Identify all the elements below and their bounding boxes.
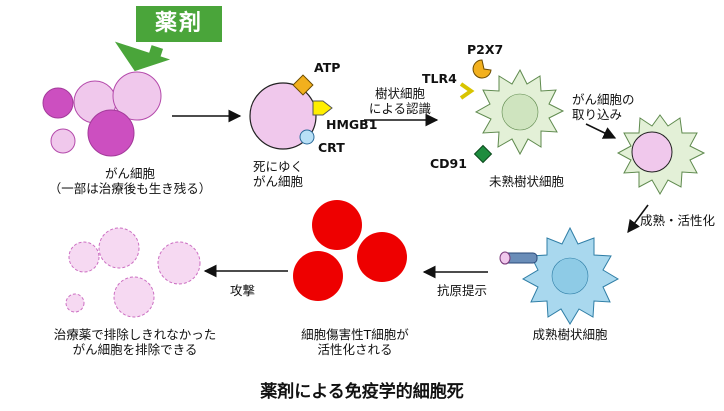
uptake-label-line2: 取り込み [572, 107, 623, 122]
cytotoxic-t-cells [293, 200, 407, 301]
engulfing-dendritic-cell [616, 114, 706, 196]
recognition-label-line1: 樹状細胞 [374, 86, 425, 101]
tlr4-icon [459, 82, 475, 100]
figure-caption: 薬剤による免疫学的細胞死 [260, 382, 464, 402]
t-cell [312, 200, 362, 250]
t-cell [357, 232, 407, 282]
atp-icon [292, 74, 314, 96]
remaining-cells-label-line2: がん細胞を排除できる [72, 342, 198, 357]
remaining-cells-label-line1: 治療薬で排除しきれなかった [53, 327, 217, 342]
mature-dc-label: 成熟樹状細胞 [532, 327, 608, 342]
cancer-cells-label-line1: がん細胞 [104, 166, 155, 181]
cd91-icon [473, 144, 493, 164]
tcell-label: 細胞傷害性T細胞が 活性化される [280, 327, 430, 357]
dying-cancer-cell [249, 74, 333, 150]
p2x7-label: P2X7 [467, 42, 504, 57]
hmgb1-label: HMGB1 [326, 117, 378, 132]
drug-label: 薬剤 [136, 6, 222, 42]
drug-arrow-icon [114, 41, 171, 72]
tlr4-label: TLR4 [422, 71, 457, 86]
cancer-cell [50, 128, 76, 154]
tcell-label-line1: 細胞傷害性T細胞が [301, 327, 409, 342]
dying-cell-label-line2: がん細胞 [252, 174, 303, 189]
flow-arrow [585, 123, 617, 139]
crt-icon [299, 129, 315, 145]
engulfed-cancer-cell [631, 131, 673, 173]
cancer-cell [87, 109, 135, 157]
uptake-label-line1: がん細胞の [572, 92, 635, 107]
remaining-cells-label: 治療薬で排除しきれなかった がん細胞を排除できる [30, 327, 240, 357]
immature-dc-label: 未熟樹状細胞 [489, 174, 565, 189]
tcell-label-line2: 活性化される [317, 342, 393, 357]
cancer-cells-label: がん細胞 （一部は治療後も生き残る） [20, 166, 240, 196]
eliminated-cancer-cells [65, 227, 201, 318]
recognition-label-line2: による認識 [368, 101, 432, 116]
antigen-icon [499, 251, 511, 265]
cancer-cell [112, 71, 162, 121]
cancer-cell [42, 87, 74, 119]
t-cell [293, 251, 343, 301]
hmgb1-icon [312, 100, 333, 116]
mature-dendritic-cell [499, 226, 620, 325]
recognition-label: 樹状細胞 による認識 [360, 86, 440, 116]
crt-label: CRT [318, 140, 345, 155]
attack-label: 攻撃 [230, 283, 256, 298]
dying-cell-label: 死にゆく がん細胞 [238, 159, 318, 189]
maturation-label: 成熟・活性化 [640, 213, 716, 228]
dying-cell-label-line1: 死にゆく [252, 159, 303, 174]
antigen-presentation-label: 抗原提示 [437, 283, 488, 298]
uptake-label: がん細胞の 取り込み [572, 92, 635, 122]
immature-dendritic-cell [459, 59, 565, 164]
cd91-label: CD91 [430, 156, 467, 171]
cancer-cells-label-line2: （一部は治療後も生き残る） [48, 181, 212, 196]
cancer-cells-group [42, 71, 162, 157]
flow-arrow [627, 204, 649, 234]
p2x7-icon [472, 59, 492, 79]
atp-label: ATP [314, 60, 341, 75]
